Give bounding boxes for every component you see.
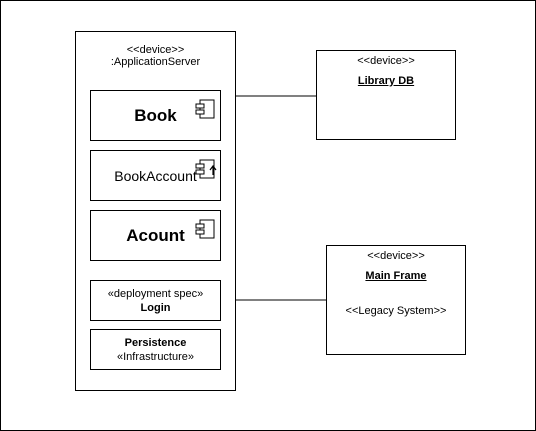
component-icon [195,99,215,119]
component-acount-label: Acount [126,226,185,245]
application-server-stereotype: <<device>> [126,44,185,56]
persistence-name: Persistence [124,337,187,349]
persistence-node[interactable]: Persistence «Infrastructure» [90,329,221,370]
library-db-name: Library DB [357,75,415,87]
main-frame-note: <<Legacy System>> [345,305,447,317]
component-bookaccount[interactable]: BookAccount [90,150,221,201]
component-book-label: Book [134,106,177,125]
library-db-node[interactable]: <<device>> Library DB [316,50,456,140]
component-book[interactable]: Book [90,90,221,141]
deployment-spec-name: Login [140,302,171,314]
main-frame-node[interactable]: <<device>> Main Frame <<Legacy System>> [326,245,466,355]
main-frame-stereotype: <<device>> [367,250,425,262]
persistence-stereotype: «Infrastructure» [116,351,195,363]
library-db-stereotype: <<device>> [357,55,415,67]
component-bookaccount-label: BookAccount [114,168,197,184]
component-icon [195,219,215,239]
deployment-spec-login[interactable]: «deployment spec» Login [90,280,221,321]
component-icon [195,159,217,179]
deployment-spec-stereotype: «deployment spec» [107,288,204,300]
application-server-name: :ApplicationServer [110,56,201,68]
main-frame-name: Main Frame [365,270,427,282]
component-acount[interactable]: Acount [90,210,221,261]
